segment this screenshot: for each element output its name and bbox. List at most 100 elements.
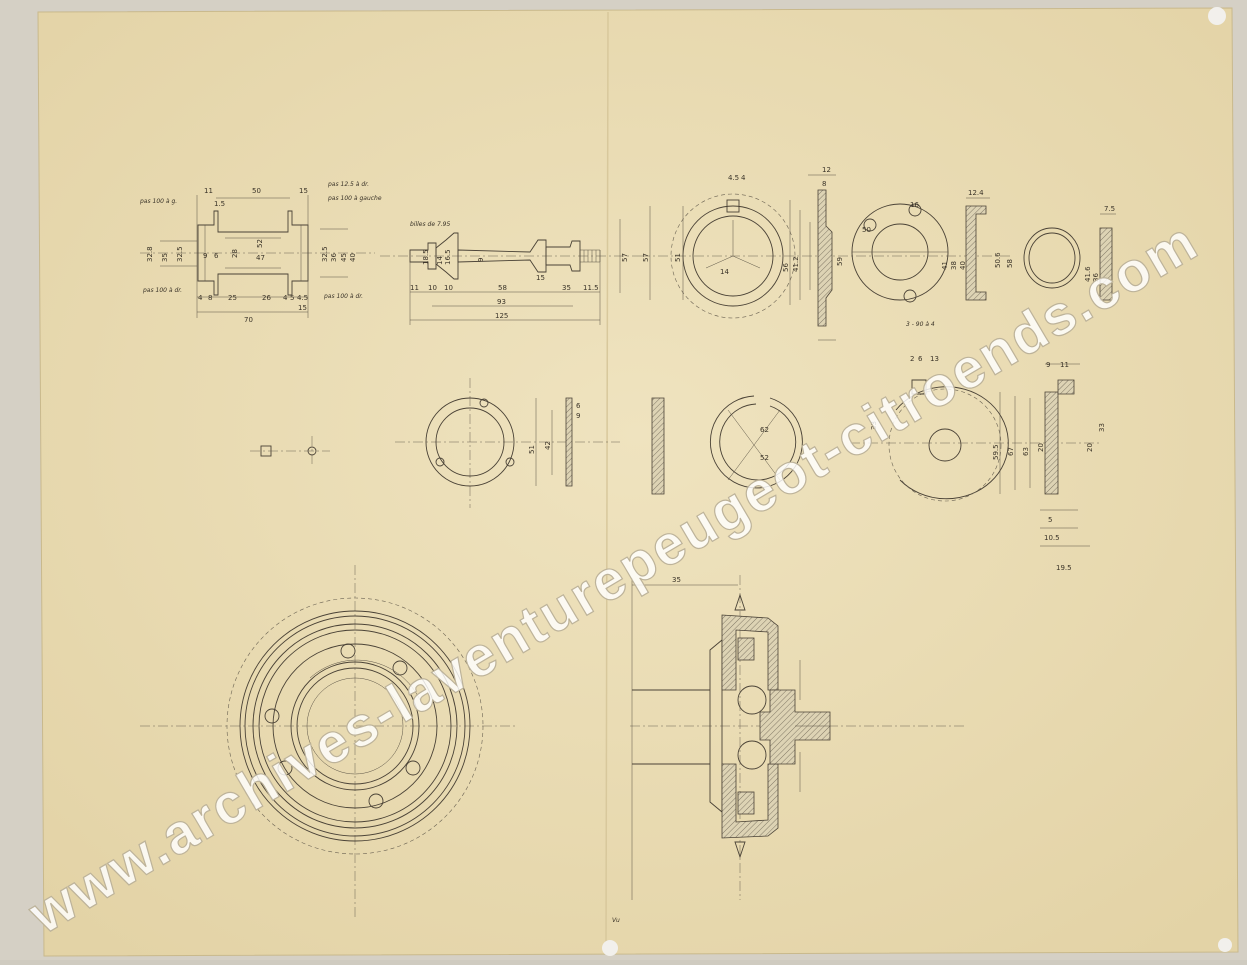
dimension-label: 40 [959,261,967,270]
dimension-label: 41 [941,261,949,270]
cone-plan-view: 57 51 14 4.5 4 [640,174,1010,319]
dimension-label: 11 [1060,361,1069,369]
dimension-label: 51 [674,253,682,262]
fold-line [605,11,609,953]
drawing-note: pas 100 à gauche [327,195,382,202]
dimension-label: 9 [576,412,580,420]
dimension-label: 10 [428,284,437,292]
dimension-label: 15 [299,187,308,195]
dimension-label: 33 [870,421,878,430]
dimension-label: 51 [528,445,536,454]
cam-plate-view: 2 6 13 9 11 33 59.5 67 63 20 20 33 19.5 … [850,355,1106,572]
drawing-note: pas 100 à dr. [323,293,363,300]
drawing-note: pas 100 à dr. [142,287,182,294]
dimension-label: 42 [544,441,552,450]
small-pin-view [250,436,330,466]
pin-hole [1218,938,1232,952]
dimension-label: 70 [244,316,253,324]
dimension-label: 50.6 [994,252,1002,268]
dimension-label: 20 [1086,443,1094,452]
dimension-label: 35 [672,576,681,584]
dimension-label: 52 [256,239,264,248]
dimension-label: 41.2 [792,256,800,272]
split-ring-view: 62 52 [651,395,803,495]
paper-sheet [37,7,1239,957]
drawing-note: 3 - 90 à 4 [906,321,935,328]
dimension-label: 50 [862,226,871,234]
dimension-label: 16.5 [444,249,452,265]
dimension-label: 47 [256,254,265,262]
dimension-label: 13 [930,355,939,363]
dimension-label: 35 [161,253,169,262]
cone-section-view: 12 8 56 41.2 59 [782,166,844,341]
axle-elevation: billes de 7.95 18.5 14 16.5 9 15 11 10 1… [380,219,640,325]
dimension-label: 6 [576,402,581,410]
dimension-label: 16 [910,201,919,209]
dimension-label: 57 [621,253,629,262]
dimension-label: 125 [495,312,508,320]
dimension-label: 59 [836,257,844,266]
dimension-label: 8 [208,294,212,302]
pin-hole [602,940,618,956]
dimension-label: 9 [1046,361,1050,369]
dimension-label: 57 [642,253,650,262]
dimension-label: 10 [444,284,453,292]
drawing-note: pas 12.5 à dr. [327,181,369,188]
dimension-label: 59.5 [992,444,1000,460]
dimension-label: 11 [204,187,213,195]
dimension-label: 19.5 [1056,564,1072,572]
dimension-label: 9 [203,252,207,260]
dimension-label: 52 [760,454,769,462]
dimension-label: 11.5 [583,284,599,292]
dimension-label: 58 [1006,259,1014,268]
dimension-label: 28 [231,249,239,258]
dimension-label: 9 [477,258,485,262]
dimension-label: 12 [822,166,831,174]
dimension-label: 1.5 [214,200,225,208]
dimension-label: 4.5 [728,174,739,182]
dimension-label: 14 [436,256,444,265]
flange-plan-view: 16 50 41 38 40 3 - 90 à 4 [851,201,967,328]
dimension-label: 25 [228,294,237,302]
dimension-label: 6 [918,355,923,363]
dimension-label: 36 [1092,273,1100,282]
dimension-label: 36 [330,253,338,262]
dimension-label: 4.5 [297,294,308,302]
dimension-label: 15 [298,304,307,312]
dimension-label: 33 [1098,423,1106,432]
dimension-label: 2 [910,355,914,363]
assembly-plan-view [140,565,515,920]
dimension-label: 20 [1037,443,1045,452]
dimension-label: 15 [536,274,545,282]
dimension-label: 41.6 [1084,266,1092,282]
dimension-label: 18.5 [422,249,430,265]
dimension-label: 50 [252,187,261,195]
hub-elevation: 11 50 15 1.5 32.8 35 32.5 9 6 28 52 47 3… [139,181,382,324]
dimension-label: 4 [283,294,288,302]
drawing-note: billes de 7.95 [410,221,450,228]
dimension-label: 63 [1022,447,1030,456]
dimension-label: 11 [410,284,419,292]
dimension-label: 5 [1048,516,1052,524]
dimension-label: 45 [340,253,348,262]
dimension-label: 4 [198,294,203,302]
drawing-note: Vu [612,917,620,924]
pin-hole [1208,7,1226,25]
dimension-label: 56 [782,263,790,272]
dimension-label: 32.5 [176,246,184,262]
retaining-ring-view: 51 42 6 9 [395,378,620,508]
dimension-label: 12.4 [968,189,984,197]
dimension-label: 62 [760,426,769,434]
dimension-label: 67 [1007,447,1015,456]
dimension-label: 7.5 [1104,205,1115,213]
dimension-label: 10.5 [1044,534,1060,542]
dimension-label: 5 [290,294,294,302]
dimension-label: 32.5 [321,246,329,262]
flange-section-view: 12.4 50.6 58 [965,189,1014,301]
dimension-label: 40 [349,253,357,262]
dimension-label: 58 [498,284,507,292]
dimension-label: 14 [720,268,729,276]
dimension-label: 32.8 [146,246,154,262]
